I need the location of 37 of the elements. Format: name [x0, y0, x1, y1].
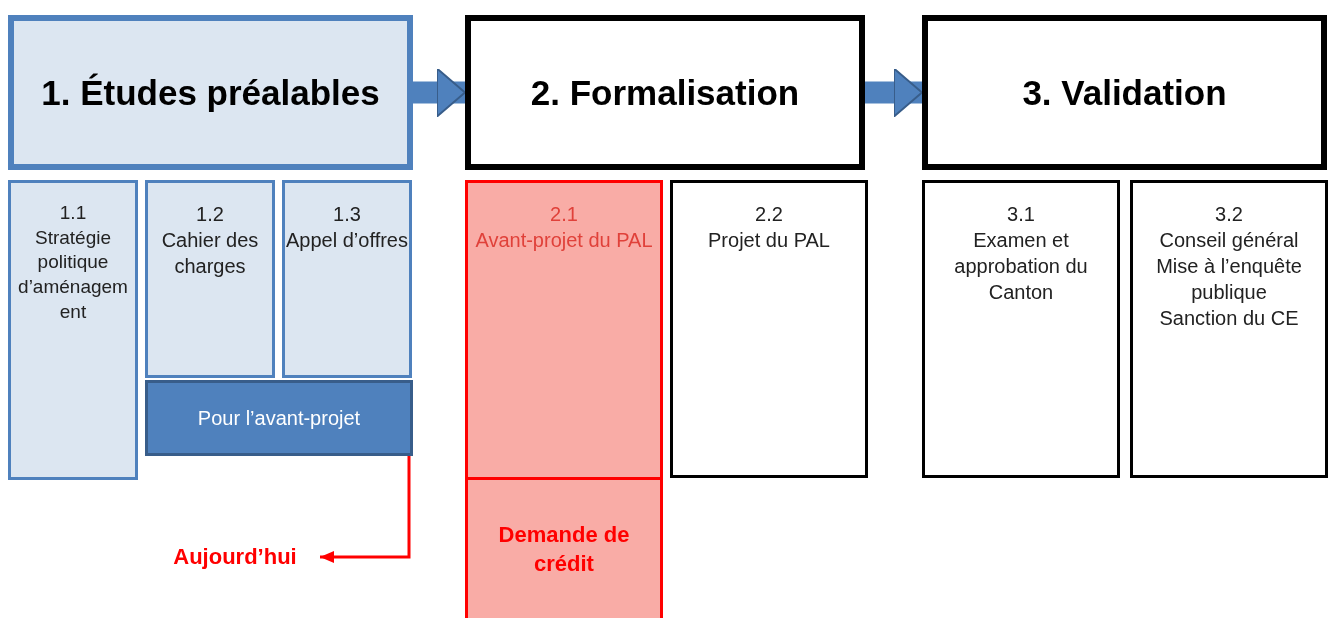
phase-title: 3. Validation	[1022, 71, 1227, 114]
step-text: 3.1	[1007, 202, 1035, 227]
step-text: Projet du PAL	[708, 228, 830, 253]
step-box	[922, 180, 1120, 478]
step-text: Stratégie politique d’aménagement	[17, 225, 129, 324]
step-text: Mise à l’enquête publique	[1155, 254, 1303, 305]
arrow	[413, 67, 466, 118]
step-box	[282, 180, 412, 378]
phase-box	[465, 15, 865, 170]
step-box	[8, 180, 138, 480]
step-text: 3.2	[1215, 202, 1243, 227]
step-text: Demande de crédit	[497, 520, 631, 578]
step-text: Cahier des charges	[160, 228, 260, 279]
step-box	[145, 180, 275, 378]
step-text: Pour l’avant-projet	[197, 406, 361, 431]
phase-title: 1. Études préalables	[41, 71, 380, 114]
step-text: 1.1	[59, 201, 87, 225]
step-text: 2.2	[755, 202, 783, 227]
step-text: Conseil général	[1159, 228, 1299, 253]
step-box	[670, 180, 868, 478]
phase-box	[922, 15, 1327, 170]
step-box	[465, 180, 663, 480]
step-text: Appel d’offres	[286, 228, 408, 253]
step-text: 1.3	[333, 202, 361, 227]
band-box	[145, 380, 413, 456]
credit-box	[465, 477, 663, 618]
arrow	[320, 456, 411, 563]
step-box	[1130, 180, 1328, 478]
step-text: 1.2	[196, 202, 224, 227]
step-text: 2.1	[550, 202, 578, 227]
step-text: Examen et approbation du Canton	[953, 228, 1089, 305]
step-text: Sanction du CE	[1159, 306, 1299, 331]
arrow	[865, 67, 923, 118]
today-label: Aujourd’hui	[173, 542, 297, 571]
phase-box	[8, 15, 413, 170]
step-text: Avant-projet du PAL	[475, 228, 653, 253]
phase-title: 2. Formalisation	[530, 71, 800, 114]
